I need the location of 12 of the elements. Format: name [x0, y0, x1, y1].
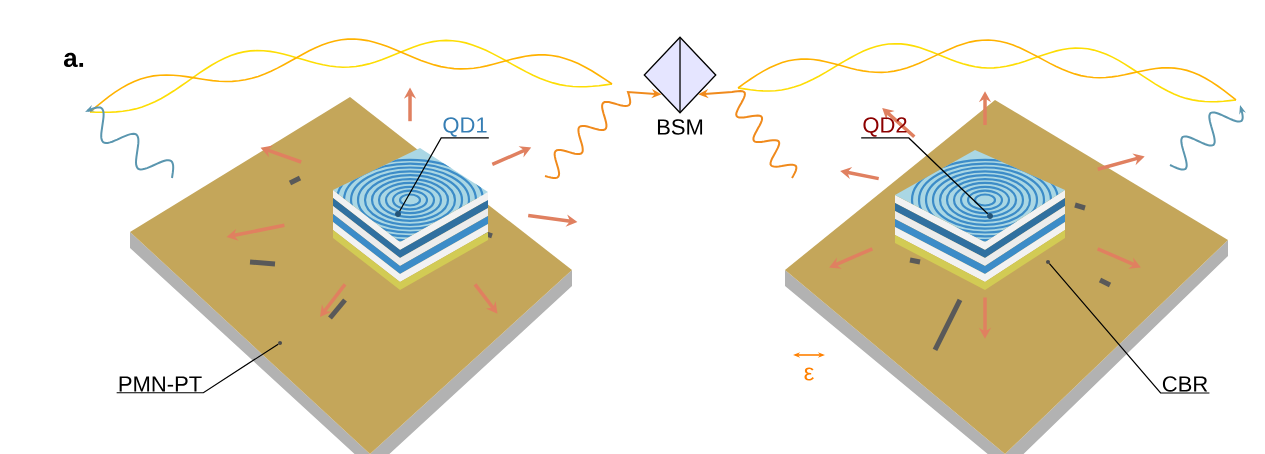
- leader-line: [399, 137, 490, 212]
- part-label: PMN-PT: [119, 376, 202, 392]
- node-label: BSM: [657, 119, 703, 135]
- panel-label: a.: [63, 52, 84, 68]
- leader-line: [116, 343, 279, 394]
- part-label: QD1: [443, 117, 487, 137]
- target-point: [278, 341, 282, 345]
- beam-splitter: BSM: [643, 36, 717, 135]
- leader-line: [1048, 263, 1211, 394]
- strain-symbol: ε: [804, 367, 814, 381]
- target-point: [1046, 260, 1050, 264]
- part-label: CBR: [1162, 376, 1208, 392]
